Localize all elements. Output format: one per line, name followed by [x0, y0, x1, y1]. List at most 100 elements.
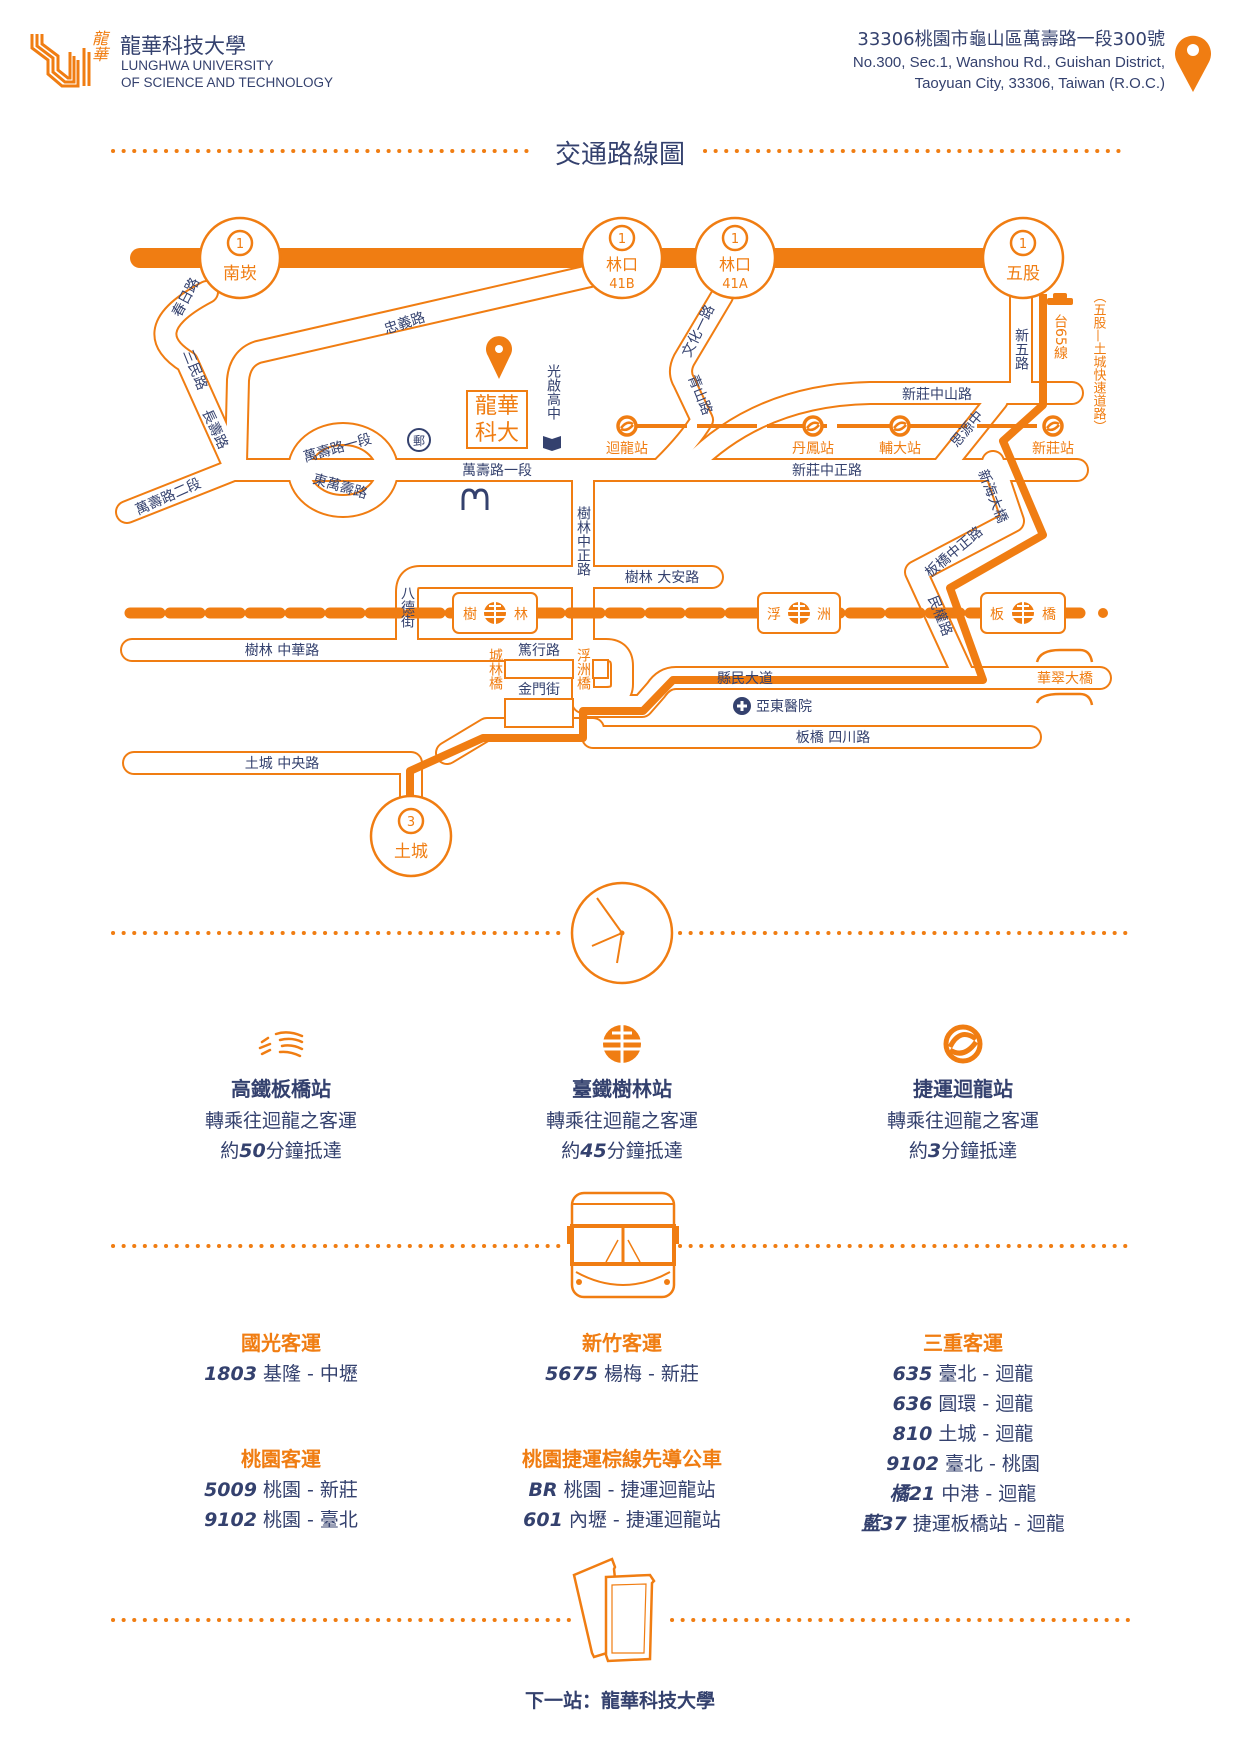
bus-company-name: 新竹客運 — [582, 1331, 662, 1355]
hospital-label: 亞東醫院 — [756, 699, 812, 715]
svg-text:土城 中央路: 土城 中央路 — [245, 756, 319, 772]
svg-text:洲: 洲 — [817, 607, 831, 623]
highway-shield-icon — [397, 807, 425, 835]
transfer-title: 臺鐵樹林站 — [572, 1077, 672, 1101]
bus-company-name: 國光客運 — [241, 1331, 321, 1355]
svg-text:板: 板 — [990, 607, 1004, 623]
footer-next-stop: 下一站：龍華科技大學 — [524, 1690, 715, 1712]
interchange-nankan: 1 南崁 — [198, 216, 282, 300]
svg-text:41B: 41B — [609, 277, 634, 292]
bus-hsinchu: 新竹客運 5675 楊梅 - 新莊 — [452, 1327, 792, 1389]
bridge-icon — [1035, 648, 1094, 706]
expressway-label: （五股—土城快速道路） — [1091, 290, 1107, 433]
tra-logo-icon — [1012, 602, 1034, 624]
bus-route: 636 圓環 - 迴龍 — [892, 1393, 1034, 1415]
logo-name-en-2: OF SCIENCE AND TECHNOLOGY — [121, 75, 334, 90]
logo-name-zh: 龍華科技大學 — [120, 34, 246, 58]
transfer-time: 約3分鐘抵達 — [908, 1140, 1018, 1162]
svg-text:1: 1 — [236, 237, 244, 252]
svg-text:八德街: 八德街 — [399, 586, 415, 628]
svg-text:縣民大道: 縣民大道 — [717, 671, 773, 687]
address-zh: 33306桃園市龜山區萬壽路一段300號 — [857, 29, 1165, 50]
highway-65-label: 台65線 — [1052, 314, 1068, 360]
tra-logo-icon — [603, 1025, 641, 1063]
road-network — [127, 276, 1100, 796]
svg-text:樹林 大安路: 樹林 大安路 — [625, 570, 699, 586]
interchange-linkou-41b: 1 林口 41B — [580, 216, 664, 300]
highway-shield-icon — [721, 224, 749, 252]
bus-brown-line: 桃園捷運棕線先導公車 BR 桃園 - 捷運迴龍站 601 內壢 - 捷運迴龍站 — [452, 1443, 792, 1535]
svg-text:土城: 土城 — [394, 842, 428, 862]
driving-route — [406, 294, 1047, 796]
high-speed-rail-icon — [258, 1031, 304, 1058]
metro-station-danfeng: 丹鳳站 — [792, 441, 834, 457]
address-block: 33306桃園市龜山區萬壽路一段300號 No.300, Sec.1, Wans… — [853, 28, 1165, 94]
svg-text:萬壽路一段: 萬壽路一段 — [462, 463, 532, 479]
transfer-hsr: 高鐵板橋站 轉乘往迴龍之客運 約50分鐘抵達 — [111, 1073, 451, 1166]
metro-logo-icon — [943, 1024, 983, 1064]
transfer-title: 捷運迴龍站 — [913, 1077, 1013, 1101]
interchange-wugu: 1 五股 — [981, 216, 1065, 300]
svg-text:浮: 浮 — [767, 607, 781, 623]
transfer-tra: 臺鐵樹林站 轉乘往迴龍之客運 約45分鐘抵達 — [452, 1073, 792, 1166]
bus-company-name: 桃園客運 — [241, 1447, 321, 1471]
bus-route: 810 土城 - 迴龍 — [892, 1423, 1034, 1445]
svg-text:1: 1 — [731, 232, 739, 247]
svg-text:板橋 四川路: 板橋 四川路 — [796, 730, 870, 746]
address-en-1: No.300, Sec.1, Wanshou Rd., Guishan Dist… — [852, 54, 1165, 71]
bus-route: 9102 臺北 - 桃園 — [886, 1453, 1040, 1475]
logo-calligraphy: 龍華 — [89, 30, 108, 62]
tra-logo-icon — [788, 602, 810, 624]
highway-shield-icon — [1009, 229, 1037, 257]
route-map: 迴龍站 丹鳳站 輔大站 新莊站 樹 林 浮 洲 板 橋 1 南崁 1 林口 41… — [0, 216, 1240, 878]
metro-station-fuda: 輔大站 — [879, 441, 921, 457]
svg-text:新五路: 新五路 — [1013, 328, 1029, 370]
svg-text:樹林 中華路: 樹林 中華路 — [245, 643, 319, 659]
bus-kuokuang: 國光客運 1803 基隆 - 中壢 — [111, 1327, 451, 1389]
page-title: 交通路線圖 — [554, 140, 685, 170]
svg-text:華翠大橋: 華翠大橋 — [1037, 671, 1093, 687]
address-en-2: Taoyuan City, 33306, Taiwan (R.O.C.) — [914, 75, 1165, 92]
transfer-desc: 轉乘往迴龍之客運 — [204, 1110, 357, 1132]
book-icon — [543, 436, 561, 451]
tra-logo-icon — [484, 602, 506, 624]
school-label: 龍華科大 — [475, 394, 519, 446]
highway-shield-icon — [226, 229, 254, 257]
school-pin-icon — [486, 336, 513, 379]
bus-route: 橘21 中港 - 迴龍 — [889, 1483, 1037, 1505]
bus-company-name: 桃園捷運棕線先導公車 — [522, 1447, 722, 1471]
transfer-desc: 轉乘往迴龍之客運 — [886, 1110, 1039, 1132]
bus-route: 635 臺北 - 迴龍 — [892, 1363, 1034, 1385]
bus-company-name: 三重客運 — [923, 1331, 1003, 1355]
clock-icon — [570, 881, 674, 985]
svg-text:1: 1 — [618, 232, 626, 247]
bus-sanchung: 三重客運 635 臺北 - 迴龍 636 圓環 - 迴龍 810 土城 - 迴龍… — [793, 1327, 1133, 1539]
svg-text:五股: 五股 — [1006, 264, 1040, 284]
metro-station-huilong: 迴龍站 — [606, 440, 648, 457]
highway-shield-icon — [608, 224, 636, 252]
svg-text:新莊中正路: 新莊中正路 — [792, 463, 862, 479]
bus-route: 9102 桃園 - 臺北 — [204, 1509, 358, 1531]
location-pin-icon — [1175, 35, 1211, 92]
high-school-label: 光啟高中 — [545, 364, 561, 420]
metro-icon — [1042, 415, 1064, 437]
bus-route: 藍37 捷運板橋站 - 迴龍 — [861, 1513, 1065, 1535]
metro-station-icons — [616, 415, 1064, 437]
metro-station-xinzhuang: 新莊站 — [1032, 441, 1074, 457]
logo-name-en-1: LUNGHWA UNIVERSITY — [121, 58, 274, 73]
logo-mark-icon — [30, 34, 91, 88]
svg-text:篤行路: 篤行路 — [518, 642, 560, 659]
rail-station-shulin: 樹 林 — [452, 592, 538, 634]
transfer-time: 約50分鐘抵達 — [220, 1140, 342, 1162]
svg-text:南崁: 南崁 — [223, 264, 257, 284]
interchange-tucheng: 3 土城 — [369, 794, 453, 878]
transfer-metro: 捷運迴龍站 轉乘往迴龍之客運 約3分鐘抵達 — [793, 1073, 1133, 1166]
bus-route: BR 桃園 - 捷運迴龍站 — [528, 1479, 716, 1501]
metro-icon — [616, 415, 638, 437]
svg-text:林口: 林口 — [606, 255, 638, 274]
svg-text:城林橋: 城林橋 — [487, 648, 503, 690]
car-icon — [1047, 293, 1073, 305]
transfer-time: 約45分鐘抵達 — [561, 1140, 683, 1162]
hospital-cross-icon — [733, 697, 751, 715]
